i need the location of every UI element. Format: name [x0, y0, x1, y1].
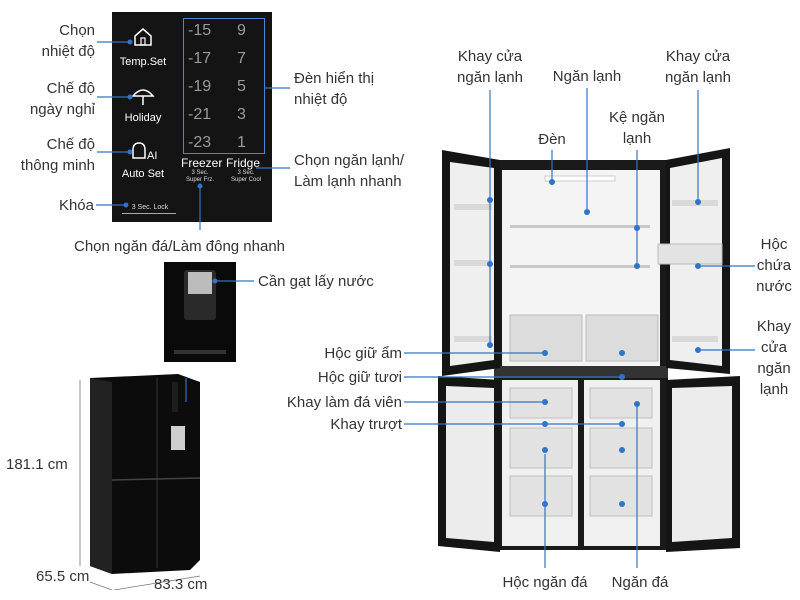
- label-che-do-tm-1: Chế độ: [46, 136, 95, 153]
- label-chon-ngan-lanh-1: Chọn ngăn lạnh/: [294, 152, 405, 169]
- temperature-display: [183, 18, 265, 154]
- dimension-width: 83.3 cm: [154, 576, 208, 593]
- label-khay-cua-phai-2: ngăn lạnh: [665, 69, 731, 86]
- ai-bell-icon: AI: [112, 140, 174, 169]
- label-can-gat: Cần gạt lấy nước: [258, 273, 374, 290]
- fridge-temp: 5: [237, 78, 246, 95]
- label-khay-cua-trai-1: Khay cửa: [457, 48, 523, 65]
- label-ngan-lanh: Ngăn lạnh: [552, 68, 622, 85]
- fridge-open-photo: [438, 148, 740, 552]
- label-khay-truot: Khay trượt: [330, 416, 402, 433]
- freezer-temp: -15: [188, 22, 212, 39]
- label-ke-ngan-lanh-1: Kệ ngăn: [609, 109, 665, 126]
- label-chon-ngan-da: Chọn ngăn đá/Làm đông nhanh: [74, 238, 286, 255]
- label-khay-lam-da: Khay làm đá viên: [286, 394, 402, 411]
- label-hoc-chua-nuoc-2: chứa: [756, 257, 792, 274]
- label-den-hien-thi-2: nhiệt độ: [294, 91, 348, 108]
- water-dispenser-photo: [164, 262, 236, 362]
- label-chon-ngan-lanh-2: Làm lạnh nhanh: [294, 173, 402, 190]
- label-che-do-nghi-2: ngày nghỉ: [29, 101, 95, 118]
- label-chon-nhiet-do-2: nhiệt độ: [41, 43, 95, 60]
- label-che-do-tm-2: thông minh: [20, 157, 95, 174]
- fridge-temp: 3: [237, 106, 246, 123]
- fridge-temp: 9: [237, 22, 246, 39]
- fridge-temp: 7: [237, 50, 246, 67]
- label-che-do-nghi-1: Chế độ: [46, 80, 95, 97]
- freezer-temp: -23: [188, 134, 212, 151]
- fridge-overview-photo: [79, 374, 201, 590]
- label-khay-cua-2-2: cửa: [761, 339, 787, 356]
- lock-button[interactable]: 3 Sec. Lock: [131, 204, 169, 211]
- control-panel: Temp.Set Holiday AI Auto Set 3 Sec. Lock: [112, 12, 272, 222]
- dimension-height: 181.1 cm: [6, 456, 68, 473]
- label-den: Đèn: [538, 131, 566, 148]
- label-hoc-giu-tuoi: Hộc giữ tươi: [317, 369, 402, 386]
- freezer-temp: -21: [188, 106, 212, 123]
- freezer-sub1: 3 Sec.: [191, 170, 209, 176]
- freezer-temp: -19: [188, 78, 212, 95]
- freezer-button[interactable]: Freezer: [181, 156, 223, 170]
- label-hoc-chua-nuoc-1: Hộc: [760, 236, 788, 253]
- holiday-button[interactable]: Holiday: [124, 112, 162, 124]
- label-khay-cua-2-4: lạnh: [759, 381, 789, 398]
- freezer-sub2: Super Frz.: [185, 177, 214, 183]
- label-ke-ngan-lanh-2: lạnh: [622, 130, 652, 147]
- label-ngan-da: Ngăn đá: [611, 574, 669, 591]
- label-den-hien-thi-1: Đèn hiển thị: [294, 70, 375, 87]
- label-hoc-giu-am: Hộc giữ ẩm: [324, 345, 402, 362]
- label-khay-cua-trai-2: ngăn lạnh: [457, 69, 523, 86]
- auto-set-button[interactable]: Auto Set: [121, 168, 165, 180]
- fridge-temp: 1: [237, 134, 246, 151]
- label-khay-cua-2-3: ngăn: [757, 360, 791, 377]
- fridge-sub1: 3 Sec.: [237, 170, 255, 176]
- drip-tray: [174, 350, 226, 354]
- fridge-button[interactable]: Fridge: [226, 156, 261, 170]
- water-lever: [188, 272, 212, 294]
- fridge-sub2: Super Cool: [230, 177, 262, 183]
- house-icon: [112, 26, 174, 53]
- freezer-temp: -17: [188, 50, 212, 67]
- label-khay-cua-2-1: Khay: [756, 318, 792, 335]
- lock-underline: [122, 213, 176, 214]
- label-khoa: Khóa: [58, 197, 94, 214]
- dimension-depth: 65.5 cm: [36, 568, 90, 585]
- label-hoc-chua-nuoc-3: nước: [756, 278, 792, 295]
- label-khay-cua-phai-1: Khay cửa: [665, 48, 731, 65]
- label-chon-nhiet-do-1: Chọn: [59, 22, 95, 39]
- umbrella-icon: [112, 84, 174, 113]
- temp-set-button[interactable]: Temp.Set: [119, 56, 167, 68]
- svg-text:AI: AI: [147, 150, 157, 162]
- label-hoc-ngan-da: Hộc ngăn đá: [502, 574, 588, 591]
